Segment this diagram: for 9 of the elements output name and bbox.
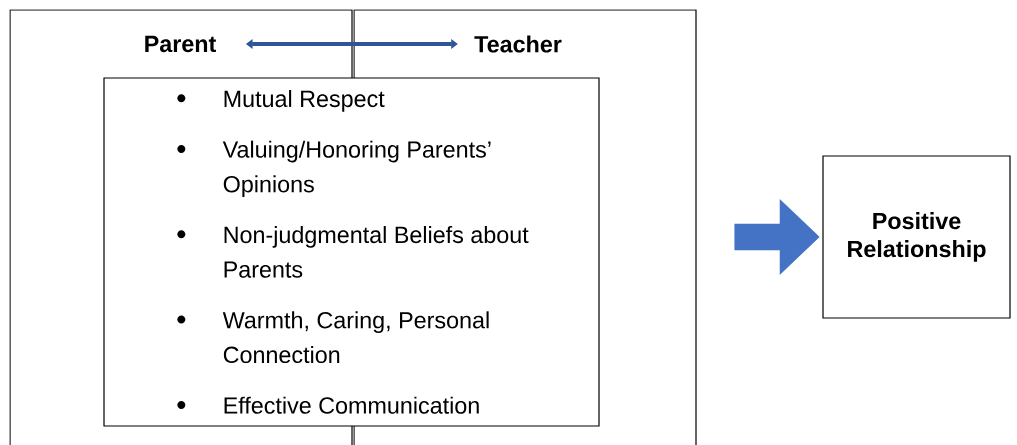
result-box: Positive Relationship: [822, 155, 1011, 319]
list-box: [103, 77, 600, 427]
heading: Parent: [145, 35, 217, 53]
list-item: Mutual Respect: [224, 90, 385, 112]
list-item: Non-judgmental Beliefs about Parents: [224, 226, 529, 278]
list-item: Effective Communication: [224, 396, 479, 414]
heading: Teacher: [474, 35, 562, 53]
list-item: Warmth, Caring, Personal Connection: [222, 311, 489, 364]
list-item: Valuing/Honoring Parents’ Opinions: [222, 140, 491, 198]
